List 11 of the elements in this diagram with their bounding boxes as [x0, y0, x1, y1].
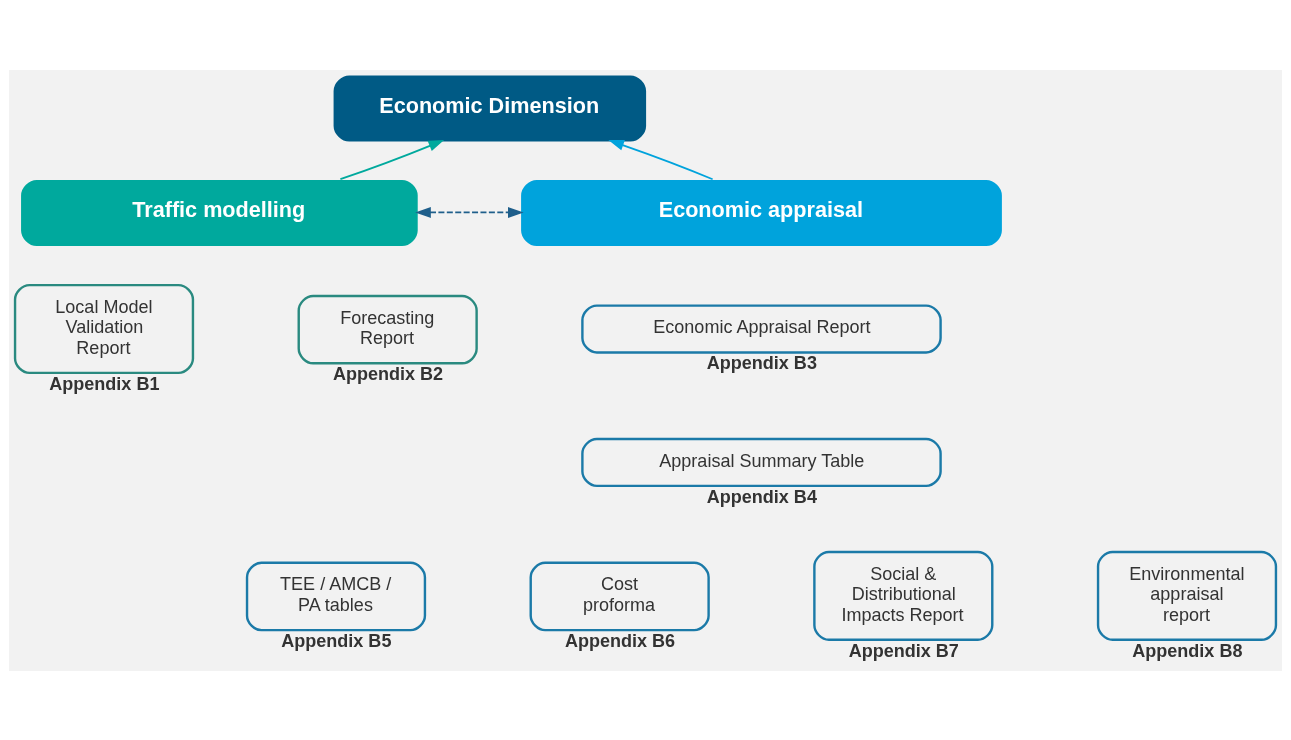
arrow — [339, 139, 445, 180]
node-label: Appendix B3 — [706, 352, 817, 373]
node-label: Appendix B5 — [281, 630, 392, 651]
node-label: Appendix B1 — [49, 373, 160, 394]
node-label: Appendix B7 — [848, 640, 959, 661]
node-label: Appendix B4 — [706, 486, 817, 507]
node-label: Appendix B2 — [332, 363, 444, 384]
node-label: Appendix B6 — [564, 630, 676, 651]
node-label: Appendix B8 — [1132, 640, 1243, 661]
arrow — [608, 139, 714, 180]
arrow — [415, 206, 524, 218]
